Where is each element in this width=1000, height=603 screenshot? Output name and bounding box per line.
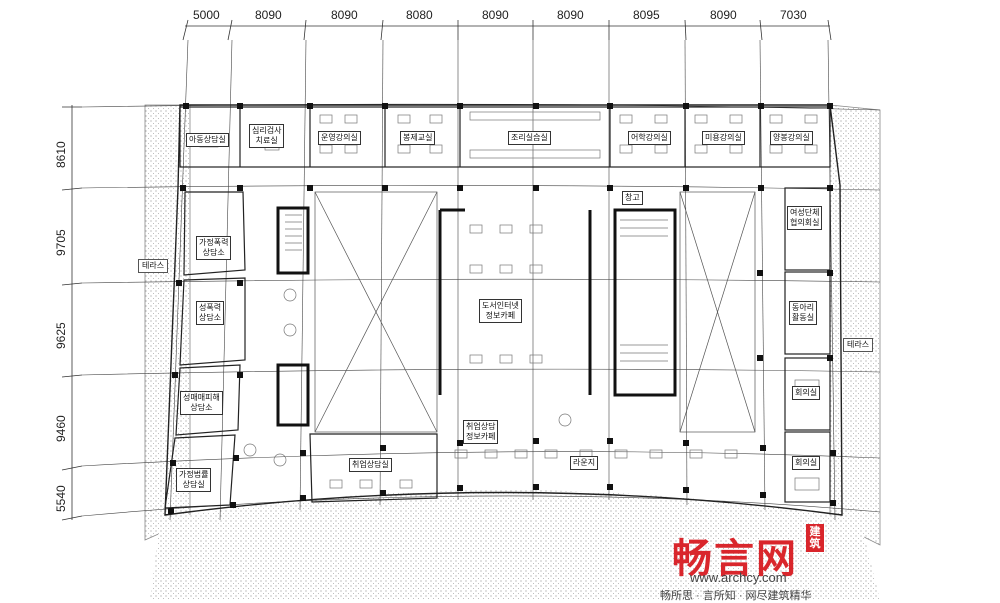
dim-v-4: 9460 <box>54 415 68 442</box>
terrace-hatch-bottom <box>150 490 880 600</box>
dim-v-5: 5540 <box>54 485 68 512</box>
dim-h-5: 8090 <box>482 8 509 22</box>
watermark-badge: 建筑 <box>806 524 824 552</box>
room-label: 라운지 <box>570 456 599 470</box>
cores <box>276 206 677 427</box>
right-rooms <box>784 187 831 503</box>
dim-h-2: 8090 <box>255 8 282 22</box>
dim-v-1: 8610 <box>54 141 68 168</box>
dim-h-3: 8090 <box>331 8 358 22</box>
dim-h-9: 7030 <box>780 8 807 22</box>
library-walls <box>438 208 592 395</box>
furniture <box>199 111 820 491</box>
columns <box>168 103 836 514</box>
room-label: 성폭력 상담소 <box>196 301 225 325</box>
void-left <box>314 191 438 433</box>
dim-h-8: 8090 <box>710 8 737 22</box>
terrace-label: 테라스 <box>138 259 169 273</box>
room-label: 가정법률 상담실 <box>176 468 212 492</box>
room-label: 성매매피해 상담소 <box>180 391 223 415</box>
watermark-logo: 畅言网 <box>672 536 798 582</box>
stairs <box>285 214 668 362</box>
room-label: 취업상담 정보카페 <box>463 420 499 444</box>
dim-h-4: 8080 <box>406 8 433 22</box>
top-rooms <box>179 106 831 168</box>
room-label: 가정폭력 상담소 <box>196 236 232 260</box>
room-label: 조리실습실 <box>508 131 551 145</box>
room-label: 회의실 <box>792 386 821 400</box>
room-label: 운영강의실 <box>318 131 361 145</box>
room-label: 양봉강의실 <box>770 131 813 145</box>
room-label: 미용강의실 <box>702 131 745 145</box>
room-label: 도서인터넷 정보카페 <box>479 299 522 323</box>
dim-v-3: 9625 <box>54 322 68 349</box>
bottom-rooms <box>309 433 438 503</box>
room-label: 심리검사 치료실 <box>249 124 285 148</box>
dimension-line-top <box>182 19 832 41</box>
dim-h-1: 5000 <box>193 8 220 22</box>
room-label: 봉제교실 <box>400 131 436 145</box>
watermark-url: www.archcy.com <box>690 570 787 585</box>
dim-h-7: 8095 <box>633 8 660 22</box>
dim-h-6: 8090 <box>557 8 584 22</box>
void-right <box>679 191 756 433</box>
room-label: 동아리 활동실 <box>789 301 818 325</box>
terrace-label: 테라스 <box>843 338 874 352</box>
room-label: 아동상담실 <box>186 133 229 147</box>
room-label: 창고 <box>622 191 643 205</box>
dimension-line-left <box>61 105 83 521</box>
watermark-slogan: 畅所思 · 言所知 · 网尽建筑精华 <box>660 590 812 602</box>
terrace-hatch-right <box>829 104 881 546</box>
room-label: 취업상담실 <box>349 458 392 472</box>
room-label: 여성단체 협의회실 <box>787 206 823 230</box>
dim-v-2: 9705 <box>54 229 68 256</box>
room-label: 어학강의실 <box>628 131 671 145</box>
room-label: 회의실 <box>792 456 821 470</box>
